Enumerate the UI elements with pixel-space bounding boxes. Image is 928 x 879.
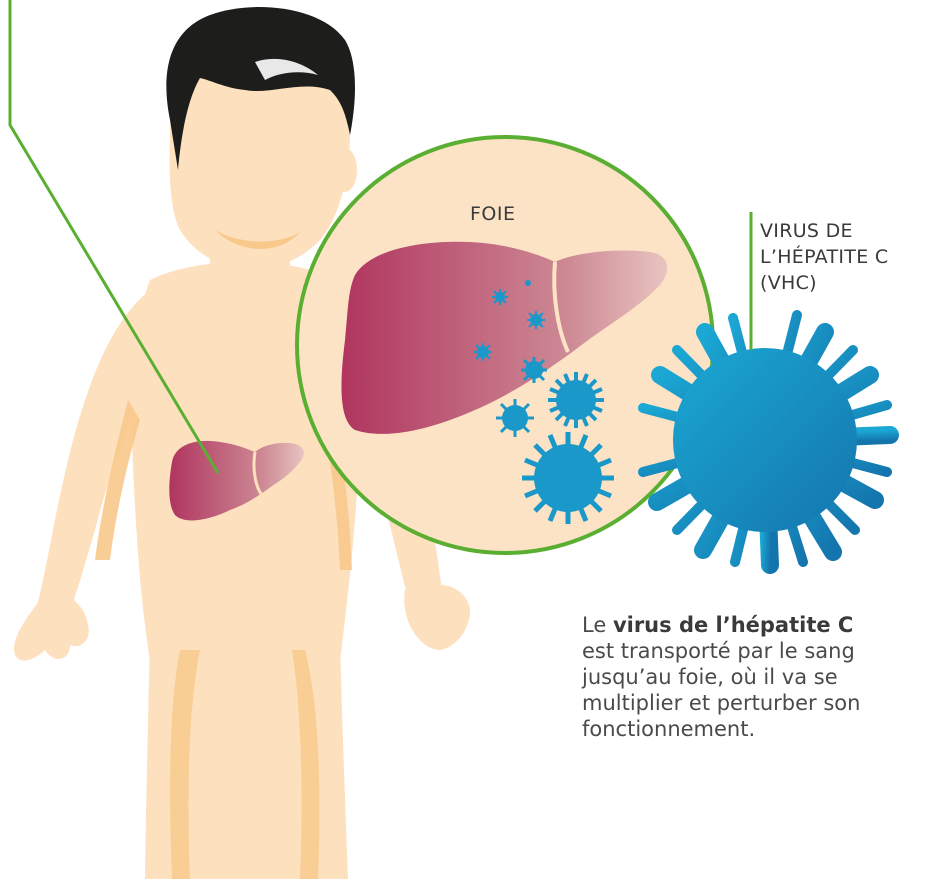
right-hand <box>404 585 470 650</box>
virus-icon <box>527 311 545 329</box>
caption-text: Le virus de l’hépatite C est transporté … <box>582 612 928 742</box>
virus-icon <box>496 399 534 437</box>
ear <box>333 148 357 192</box>
caption-line-2: est transporté par le sang <box>582 638 928 664</box>
virus-icon <box>521 357 547 383</box>
caption-line-3: jusqu’au foie, où il va se <box>582 664 928 690</box>
caption-bold: virus de l’hépatite C <box>613 613 853 637</box>
large-virus-body <box>673 348 857 532</box>
virus-label: VIRUS DE L’HÉPATITE C (VHC) <box>760 218 888 296</box>
liver-magnifier <box>297 137 713 553</box>
virus-label-line-2: L’HÉPATITE C <box>760 244 888 270</box>
caption-line-1: Le virus de l’hépatite C <box>582 612 928 638</box>
virus-icon <box>492 289 508 305</box>
large-virus <box>640 315 890 565</box>
left-hand <box>14 590 89 660</box>
virus-icon <box>522 432 614 524</box>
left-arm <box>29 290 150 645</box>
virus-icon <box>474 343 492 361</box>
caption-prefix: Le <box>582 613 613 637</box>
virus-label-line-3: (VHC) <box>760 270 888 296</box>
virus-label-line-1: VIRUS DE <box>760 218 888 244</box>
virus-icon <box>548 372 604 428</box>
caption-line-4: multiplier et perturber son <box>582 690 928 716</box>
liver-label: FOIE <box>470 203 516 225</box>
virus-icon <box>525 280 531 286</box>
caption-line-5: fonctionnement. <box>582 716 928 742</box>
